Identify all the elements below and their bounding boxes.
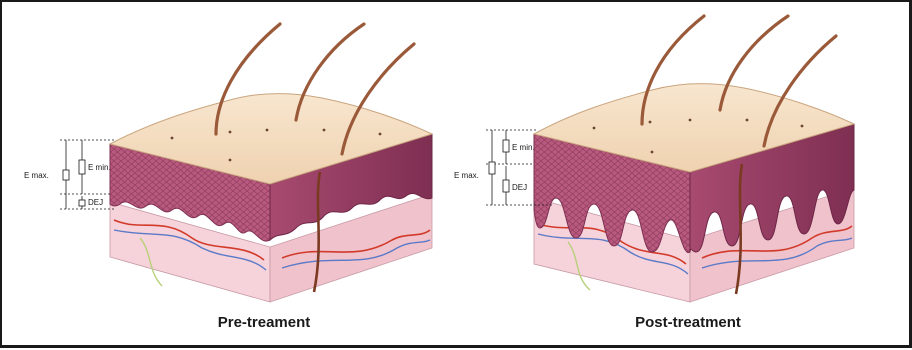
pre-dej-label: DEJ [88,198,103,207]
post-treatment-block: E max. E min. DEJ [454,16,854,302]
post-emin-label: E min. [512,143,535,152]
pre-treatment-block: E max. E min. DEJ [24,24,432,302]
pre-measurement-guides [60,140,114,209]
pre-treatment-caption: Pre-treament [218,314,311,331]
post-treatment-caption: Post-treatment [635,314,741,331]
pre-emin-label: E min. [88,163,111,172]
post-dej-label: DEJ [512,183,527,192]
pre-emax-label: E max. [24,171,49,180]
post-emax-label: E max. [454,171,479,180]
